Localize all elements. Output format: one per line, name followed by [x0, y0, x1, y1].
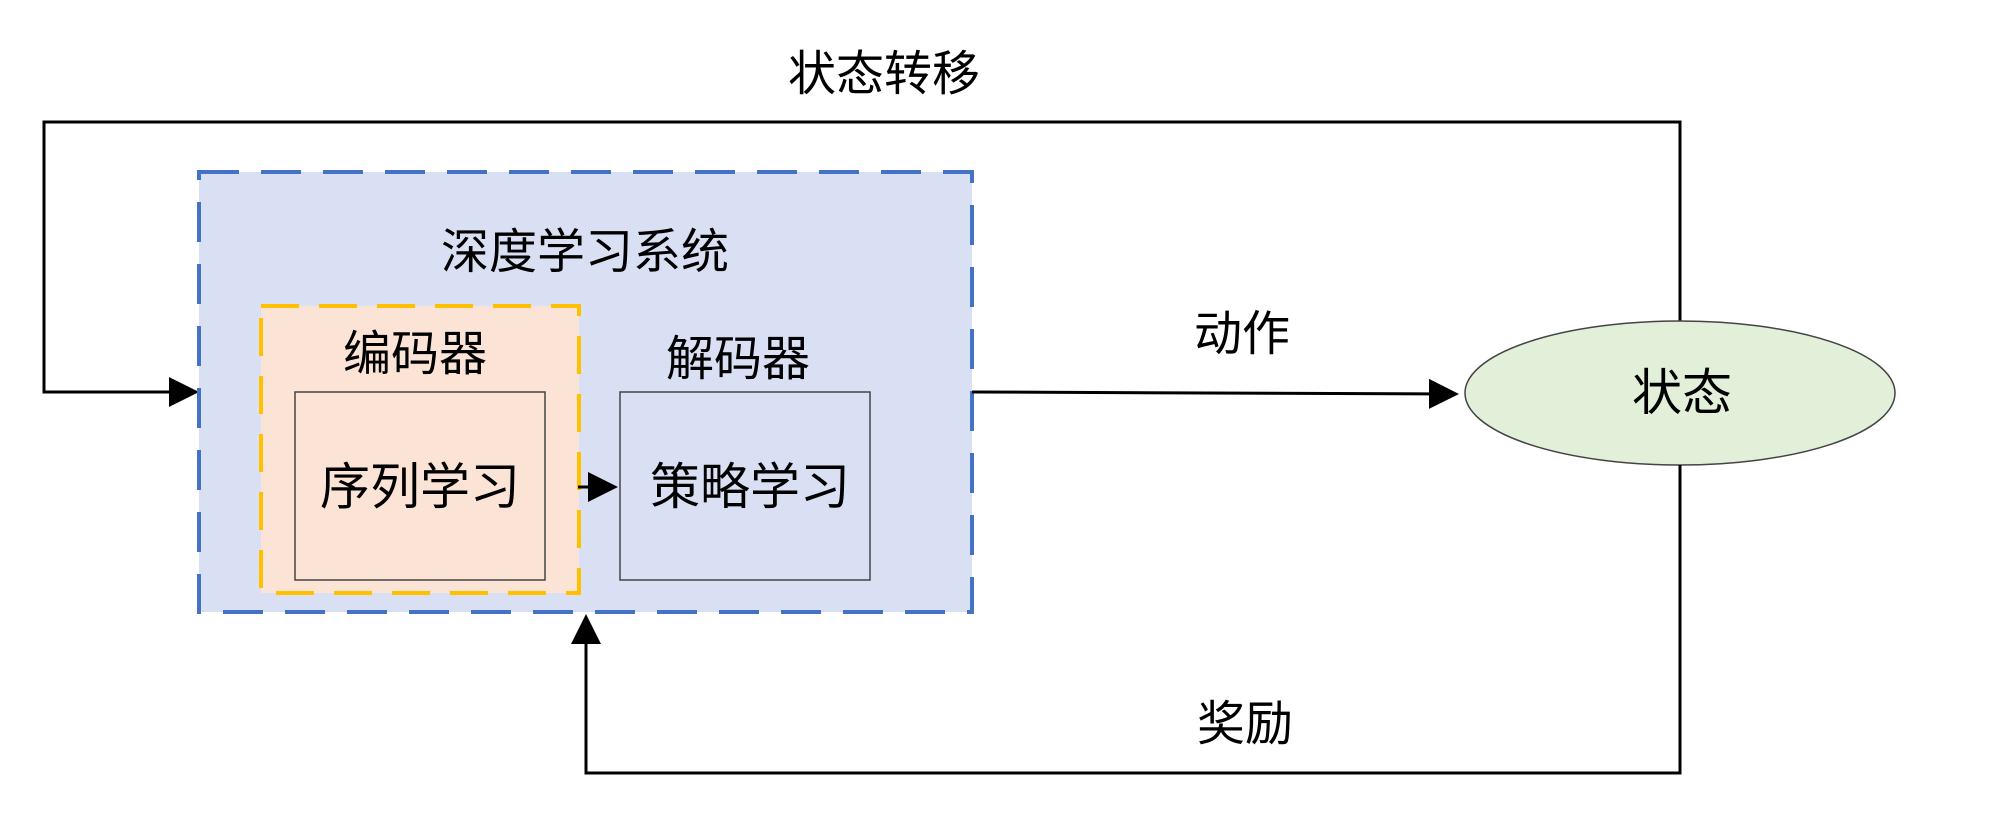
action-label: 动作	[1194, 306, 1290, 362]
policy-learning-box	[619, 391, 871, 581]
state-transition-label: 状态转移	[788, 46, 980, 102]
action-arrow	[971, 378, 1459, 409]
sequence-learning-label: 序列学习	[320, 458, 520, 516]
decoder-label: 解码器	[666, 331, 810, 387]
policy-learning-label: 策略学习	[650, 458, 850, 516]
state-transition-arrow	[42, 120, 1682, 407]
encoder-label: 编码器	[343, 326, 487, 382]
reward-arrow	[571, 465, 1682, 775]
sequence-learning-box	[294, 391, 546, 581]
deep-learning-system-label: 深度学习系统	[441, 224, 729, 280]
reward-label: 奖励	[1197, 696, 1293, 752]
state-label: 状态	[1632, 364, 1732, 422]
